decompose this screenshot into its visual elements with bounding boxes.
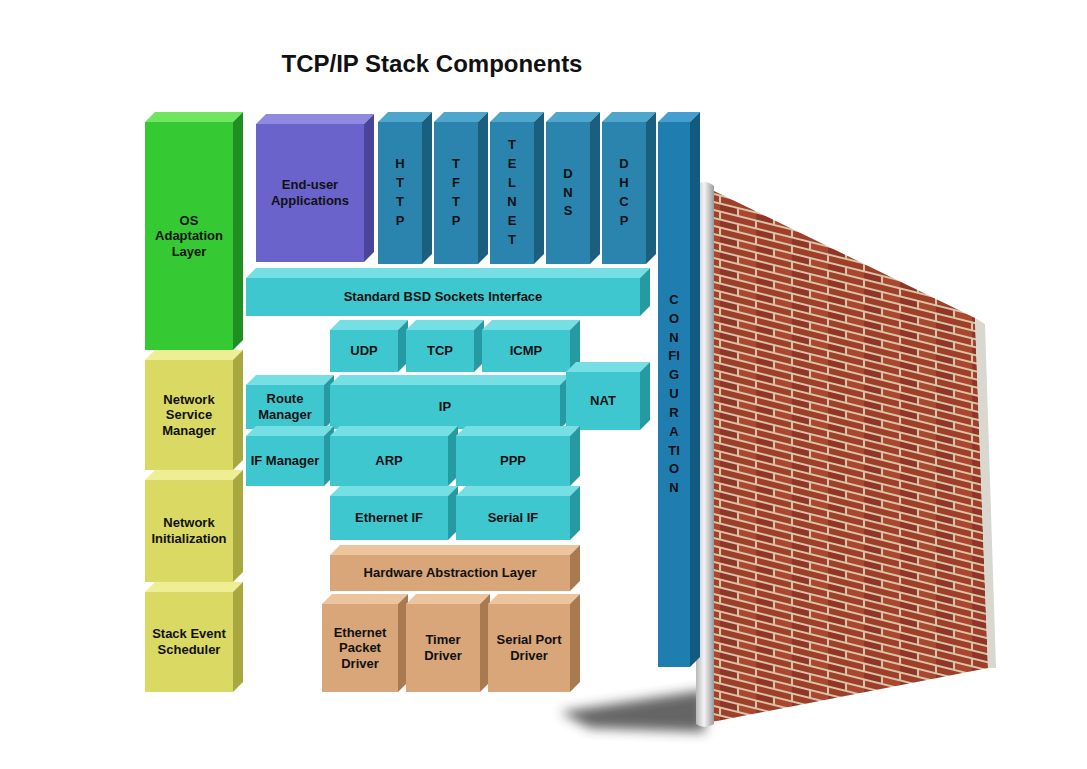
stack-block: NAT xyxy=(566,372,640,430)
block-label: Hardware Abstraction Layer xyxy=(364,565,537,581)
block-label: OS Adaptation Layer xyxy=(148,213,230,260)
block-side-face xyxy=(640,362,650,430)
block-label: Network Initialization xyxy=(148,515,230,546)
block-label: PPP xyxy=(500,453,526,469)
stack-block: OS Adaptation Layer xyxy=(145,122,233,350)
block-label: Ethernet Packet Driver xyxy=(325,625,395,672)
stack-block: Stack Event Scheduler xyxy=(145,592,233,692)
block-top-face xyxy=(330,320,408,330)
block-label: Serial IF xyxy=(488,510,539,526)
block-top-face xyxy=(330,486,458,496)
stack-block: Ethernet Packet Driver xyxy=(322,604,398,692)
block-top-face xyxy=(488,594,580,604)
block-side-face xyxy=(364,114,374,262)
block-top-face xyxy=(482,320,580,330)
block-top-face xyxy=(456,426,580,436)
block-label: IP xyxy=(439,399,451,415)
block-side-face xyxy=(233,112,243,350)
stack-block: ICMP xyxy=(482,330,570,372)
block-label: Route Manager xyxy=(249,391,321,422)
block-side-face xyxy=(422,112,432,264)
block-side-face xyxy=(570,426,580,486)
block-label: End-user Applications xyxy=(259,177,361,208)
stack-block: Network Service Manager xyxy=(145,360,233,470)
block-top-face xyxy=(246,375,334,385)
block-label: UDP xyxy=(350,343,377,359)
block-top-face xyxy=(566,362,650,372)
stack-block: End-user Applications xyxy=(256,124,364,262)
block-label: TFTP xyxy=(450,155,463,230)
protocol-column: TFTP xyxy=(434,122,478,264)
block-label: DHCP xyxy=(618,155,631,230)
block-top-face xyxy=(330,545,580,555)
block-top-face xyxy=(145,582,243,592)
stack-block: TCP xyxy=(406,330,474,372)
block-side-face xyxy=(570,486,580,540)
protocol-column: CONFIGURATION xyxy=(658,122,690,667)
protocol-column: DNS xyxy=(546,122,590,264)
protocol-column: HTTP xyxy=(378,122,422,264)
block-top-face xyxy=(330,375,570,385)
block-top-face xyxy=(456,486,580,496)
stack-block: Network Initialization xyxy=(145,480,233,582)
stack-block: IF Manager xyxy=(246,436,324,486)
block-label: Stack Event Scheduler xyxy=(148,626,230,657)
block-side-face xyxy=(590,112,600,264)
block-top-face xyxy=(246,426,334,436)
block-label: Network Service Manager xyxy=(148,392,230,439)
block-label: CONFIGURATION xyxy=(668,291,681,498)
block-label: Ethernet IF xyxy=(355,510,423,526)
stack-block: Timer Driver xyxy=(406,604,480,692)
block-label: TELNET xyxy=(506,136,519,249)
block-label: Standard BSD Sockets Interface xyxy=(344,289,543,305)
block-side-face xyxy=(640,268,650,316)
stack-block: PPP xyxy=(456,436,570,486)
protocol-column: DHCP xyxy=(602,122,646,264)
stack-block: Ethernet IF xyxy=(330,496,448,540)
block-side-face xyxy=(478,112,488,264)
diagram-title: TCP/IP Stack Components xyxy=(280,50,584,78)
block-side-face xyxy=(233,350,243,470)
stack-block: UDP xyxy=(330,330,398,372)
block-side-face xyxy=(233,582,243,692)
block-side-face xyxy=(690,112,700,667)
block-top-face xyxy=(256,114,374,124)
stack-block: IP xyxy=(330,385,560,429)
block-top-face xyxy=(145,112,243,122)
block-label: HTTP xyxy=(394,155,407,230)
stack-block: Standard BSD Sockets Interface xyxy=(246,278,640,316)
block-top-face xyxy=(246,268,650,278)
block-top-face xyxy=(322,594,408,604)
block-top-face xyxy=(406,320,484,330)
stack-block: Hardware Abstraction Layer xyxy=(330,555,570,591)
stack-block: Serial IF xyxy=(456,496,570,540)
block-side-face xyxy=(570,594,580,692)
block-side-face xyxy=(534,112,544,264)
block-label: ICMP xyxy=(510,343,543,359)
block-side-face xyxy=(646,112,656,264)
protocol-column: TELNET xyxy=(490,122,534,264)
block-top-face xyxy=(145,350,243,360)
block-label: DNS xyxy=(562,165,575,222)
stack-block: Route Manager xyxy=(246,385,324,429)
block-label: Timer Driver xyxy=(409,632,477,663)
block-label: NAT xyxy=(590,393,616,409)
block-top-face xyxy=(406,594,490,604)
wall-shadow xyxy=(560,690,705,732)
block-side-face xyxy=(233,470,243,582)
wall-tint xyxy=(712,190,988,722)
block-label: ARP xyxy=(375,453,402,469)
wall-bricks xyxy=(712,190,988,722)
block-top-face xyxy=(145,470,243,480)
block-top-face xyxy=(330,426,458,436)
stack-block: ARP xyxy=(330,436,448,486)
wall-edge xyxy=(975,318,996,668)
stack-block: Serial Port Driver xyxy=(488,604,570,692)
block-side-face xyxy=(570,545,580,591)
block-label: IF Manager xyxy=(251,453,320,469)
block-label: Serial Port Driver xyxy=(491,632,567,663)
block-label: TCP xyxy=(427,343,453,359)
